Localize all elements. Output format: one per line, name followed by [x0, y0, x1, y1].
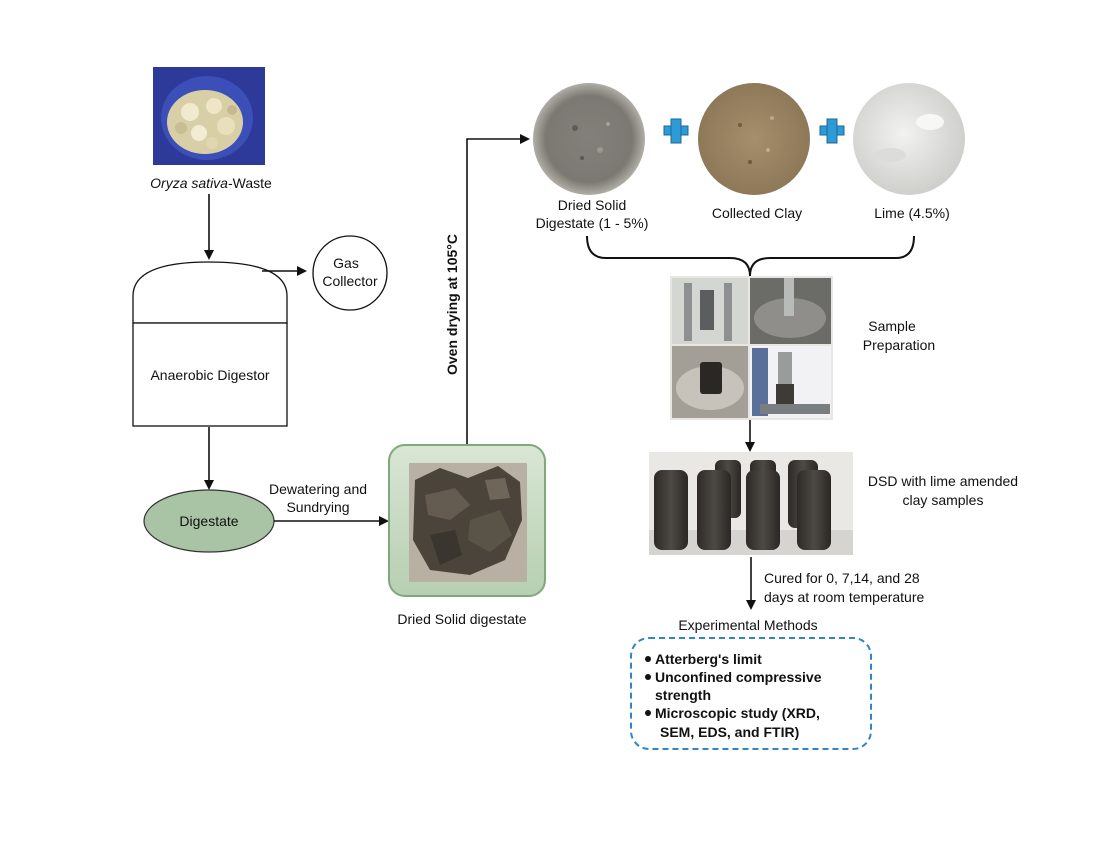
bullet-icon — [645, 710, 651, 716]
collected-clay-circle — [698, 83, 810, 195]
rice-waste-photo — [153, 67, 265, 165]
plus-icon — [663, 118, 689, 144]
dewatering-label-2: Sundrying — [286, 499, 349, 515]
dsd-label-2: Digestate (1 - 5%) — [536, 215, 649, 231]
methods-box — [630, 637, 872, 750]
bullet-icon — [645, 674, 651, 680]
method-item-2: Unconfined compressive — [655, 669, 822, 685]
method-item-1: Atterberg's limit — [655, 651, 762, 667]
gas-collector-label-1: Gas — [333, 255, 359, 271]
plus-icon — [819, 118, 845, 144]
gas-collector-circle — [312, 235, 388, 311]
cured-label-1: Cured for 0, 7,14, and 28 — [764, 570, 920, 586]
oven-drying-label: Oven drying at 105°C — [444, 234, 460, 375]
method-item-3: Microscopic study (XRD, — [655, 705, 820, 721]
dsd-samples-label-1: DSD with lime amended — [868, 473, 1018, 489]
sample-preparation-photos — [670, 276, 833, 420]
method-item-2-cont: strength — [655, 687, 711, 703]
anaerobic-digestor-label: Anaerobic Digestor — [150, 367, 269, 383]
lime-circle — [853, 83, 965, 195]
gas-collector-label-2: Collector — [322, 273, 378, 289]
dried-solid-digestate-label: Dried Solid digestate — [397, 611, 526, 627]
dsd-samples-label-2: clay samples — [903, 492, 984, 508]
collected-clay-label: Collected Clay — [712, 205, 802, 221]
digestate-label: Digestate — [179, 513, 238, 529]
waste-label: Oryza sativa-Waste — [150, 175, 272, 191]
method-item-3-cont: SEM, EDS, and FTIR) — [660, 724, 799, 740]
dsd-samples-photo — [649, 452, 853, 555]
dried-solid-digestate-circle — [533, 83, 645, 195]
anaerobic-digestor-shape — [132, 261, 288, 427]
sample-prep-label-2: Preparation — [863, 337, 935, 353]
methods-title: Experimental Methods — [678, 617, 817, 633]
sample-prep-label-1: Sample — [868, 318, 916, 334]
dried-solid-digestate-photo — [388, 444, 546, 597]
combine-brace — [586, 235, 915, 277]
dsd-label-1: Dried Solid — [558, 197, 626, 213]
lime-label: Lime (4.5%) — [874, 205, 949, 221]
bullet-icon — [645, 656, 651, 662]
cured-label-2: days at room temperature — [764, 589, 925, 605]
arrow-oven-drying — [466, 134, 530, 444]
dewatering-label-1: Dewatering and — [269, 481, 367, 497]
